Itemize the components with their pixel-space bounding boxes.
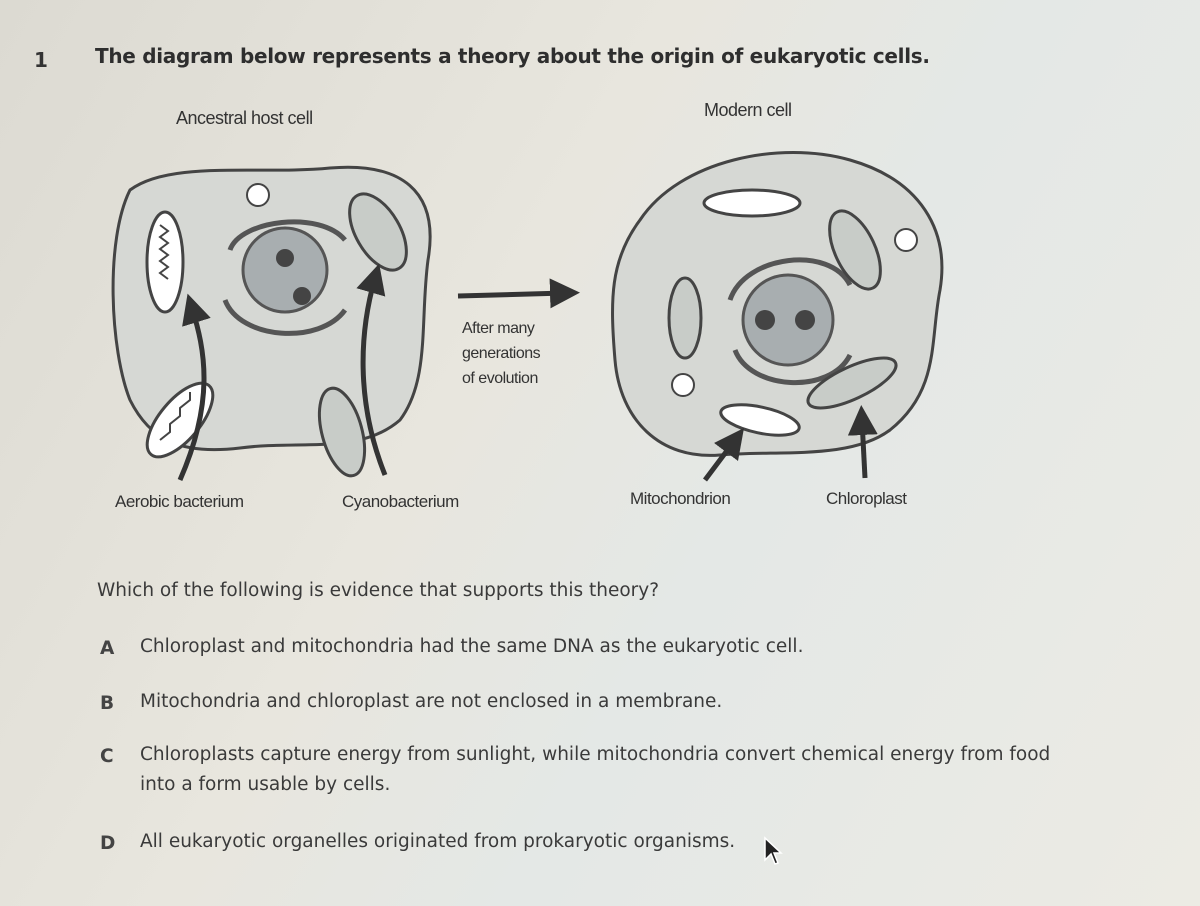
cyanobacterium-label: Cyanobacterium <box>342 492 459 511</box>
option-text: All eukaryotic organelles originated fro… <box>140 831 736 852</box>
option-letter: A <box>100 638 115 659</box>
option-letter: D <box>100 833 116 854</box>
aerobic-bacterium-label: Aerobic bacterium <box>115 492 244 511</box>
chloroplast-label: Chloroplast <box>826 489 907 508</box>
cyanobacterium-shape <box>317 386 367 478</box>
option-letter: C <box>100 746 114 767</box>
evolution-arrow <box>457 278 580 309</box>
option-a[interactable]: A Chloroplast and mitochondria had the sa… <box>100 636 803 662</box>
mitochondrion-label: Mitochondrion <box>630 489 731 508</box>
option-b[interactable]: B Mitochondria and chloroplast are not en… <box>100 691 722 717</box>
nucleus <box>241 226 329 314</box>
option-text: Chloroplast and mitochondria had the sam… <box>140 636 804 657</box>
chloroplast-shape <box>806 356 898 410</box>
question-title: The diagram below represents a theory ab… <box>95 44 930 68</box>
mitochondrion-shape <box>719 403 801 437</box>
option-d[interactable]: D All eukaryotic organelles originated fr… <box>100 831 735 857</box>
question-number: 1 <box>34 48 48 72</box>
modern-cell-label: Modern cell <box>704 100 792 120</box>
option-c[interactable]: C Chloroplasts capture energy from sunlig… <box>100 744 1100 800</box>
caption-line: of evolution <box>462 370 538 387</box>
endosymbiosis-diagram <box>111 151 944 482</box>
free-mitochondrion <box>145 210 185 314</box>
question-prompt: Which of the following is evidence that … <box>97 580 660 601</box>
ancestral-cell-label: Ancestral host cell <box>176 108 313 128</box>
option-text: Mitochondria and chloroplast are not enc… <box>140 691 723 712</box>
caption-line: generations <box>462 345 541 362</box>
mouse-cursor-icon <box>764 836 783 865</box>
arrow-caption: After many generations of evolution <box>462 316 541 391</box>
option-text: Chloroplasts capture energy from sunligh… <box>140 744 1051 795</box>
option-letter: B <box>100 693 115 714</box>
caption-line: After many <box>462 320 535 337</box>
